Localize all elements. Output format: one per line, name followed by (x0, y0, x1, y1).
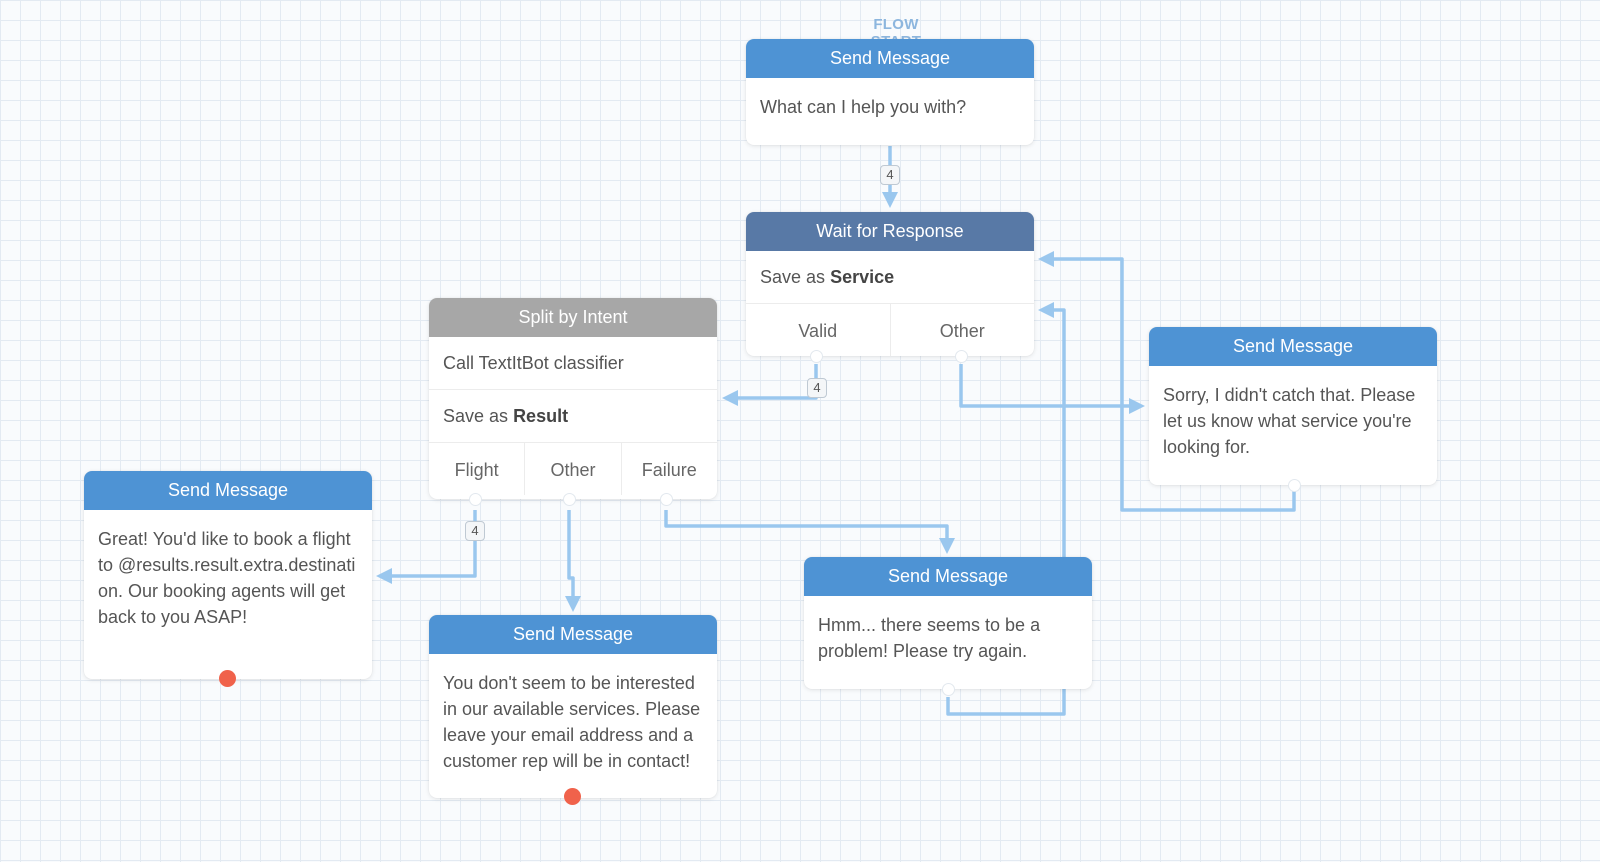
node-header[interactable]: Send Message (84, 471, 372, 510)
exit-handle[interactable] (469, 493, 482, 506)
node-header[interactable]: Send Message (804, 557, 1092, 596)
exit-handle[interactable] (660, 493, 673, 506)
node-body: What can I help you with? (760, 97, 967, 117)
save-as-row: Save as Result (429, 390, 717, 443)
exit-handle[interactable] (942, 683, 955, 696)
node-body: You don't seem to be interested in our a… (443, 673, 701, 771)
exit-failure[interactable]: Failure (641, 460, 697, 480)
exit-handle[interactable] (563, 493, 576, 506)
end-of-flow-dot (219, 670, 236, 687)
node-send-message-start[interactable]: Send Message What can I help you with? (746, 39, 1034, 145)
arrowhead-split (722, 390, 738, 406)
count-badge[interactable]: 4 (465, 521, 485, 541)
node-send-message-sorry[interactable]: Send Message Sorry, I didn't catch that.… (1149, 327, 1437, 492)
classifier-row: Call TextItBot classifier (429, 337, 717, 390)
exit-other[interactable]: Other (525, 443, 622, 495)
arrowhead-wait-upper (1038, 251, 1054, 267)
connector-failure-to-wait (1050, 308, 1066, 568)
arrowhead-wait (882, 192, 898, 208)
save-as-prefix: Save as (760, 267, 826, 287)
node-send-message-flight[interactable]: Send Message Great! You'd like to book a… (84, 471, 372, 679)
save-as-variable: Service (830, 267, 895, 287)
exit-handle[interactable] (810, 350, 823, 363)
save-as-variable: Result (513, 406, 569, 426)
exit-handle[interactable] (1288, 479, 1301, 492)
count-badge[interactable]: 4 (880, 165, 900, 185)
end-of-flow-dot (564, 788, 581, 805)
exit-list: Flight Other Failure (429, 443, 717, 495)
connector-splitother-to-send (567, 510, 575, 602)
exit-other[interactable]: Other (939, 321, 985, 341)
exit-valid[interactable]: Valid (746, 304, 891, 356)
node-header[interactable]: Send Message (1149, 327, 1437, 366)
arrowhead-flight-send (376, 568, 392, 584)
save-as-row: Save as Service (746, 251, 1034, 304)
node-header[interactable]: Send Message (429, 615, 717, 654)
arrowhead-sorry (1129, 398, 1145, 414)
node-wait-for-response[interactable]: Wait for Response Save as Service Valid … (746, 212, 1034, 363)
connector-splitfailure-to-send (664, 510, 949, 542)
exit-handle[interactable] (955, 350, 968, 363)
arrowhead-other-send (565, 596, 581, 612)
connector-valid-to-split (734, 364, 818, 400)
node-header[interactable]: Send Message (746, 39, 1034, 78)
arrowhead-wait-lower (1038, 302, 1054, 318)
node-split-by-intent[interactable]: Split by Intent Call TextItBot classifie… (429, 298, 717, 506)
node-body: Hmm... there seems to be a problem! Plea… (818, 615, 1041, 661)
count-badge[interactable]: 4 (807, 378, 827, 398)
node-send-message-failure[interactable]: Send Message Hmm... there seems to be a … (804, 557, 1092, 696)
save-as-prefix: Save as (443, 406, 509, 426)
exit-flight[interactable]: Flight (429, 443, 526, 495)
node-header[interactable]: Wait for Response (746, 212, 1034, 251)
connector-other-to-sorry (959, 364, 1133, 408)
arrowhead-failure-send (939, 538, 955, 554)
connector-flight-to-send (388, 510, 477, 578)
node-header[interactable]: Split by Intent (429, 298, 717, 337)
node-send-message-other[interactable]: Send Message You don't seem to be intere… (429, 615, 717, 798)
exit-list: Valid Other (746, 304, 1034, 356)
node-body: Great! You'd like to book a flight to @r… (98, 529, 356, 627)
node-body: Sorry, I didn't catch that. Please let u… (1163, 385, 1416, 457)
